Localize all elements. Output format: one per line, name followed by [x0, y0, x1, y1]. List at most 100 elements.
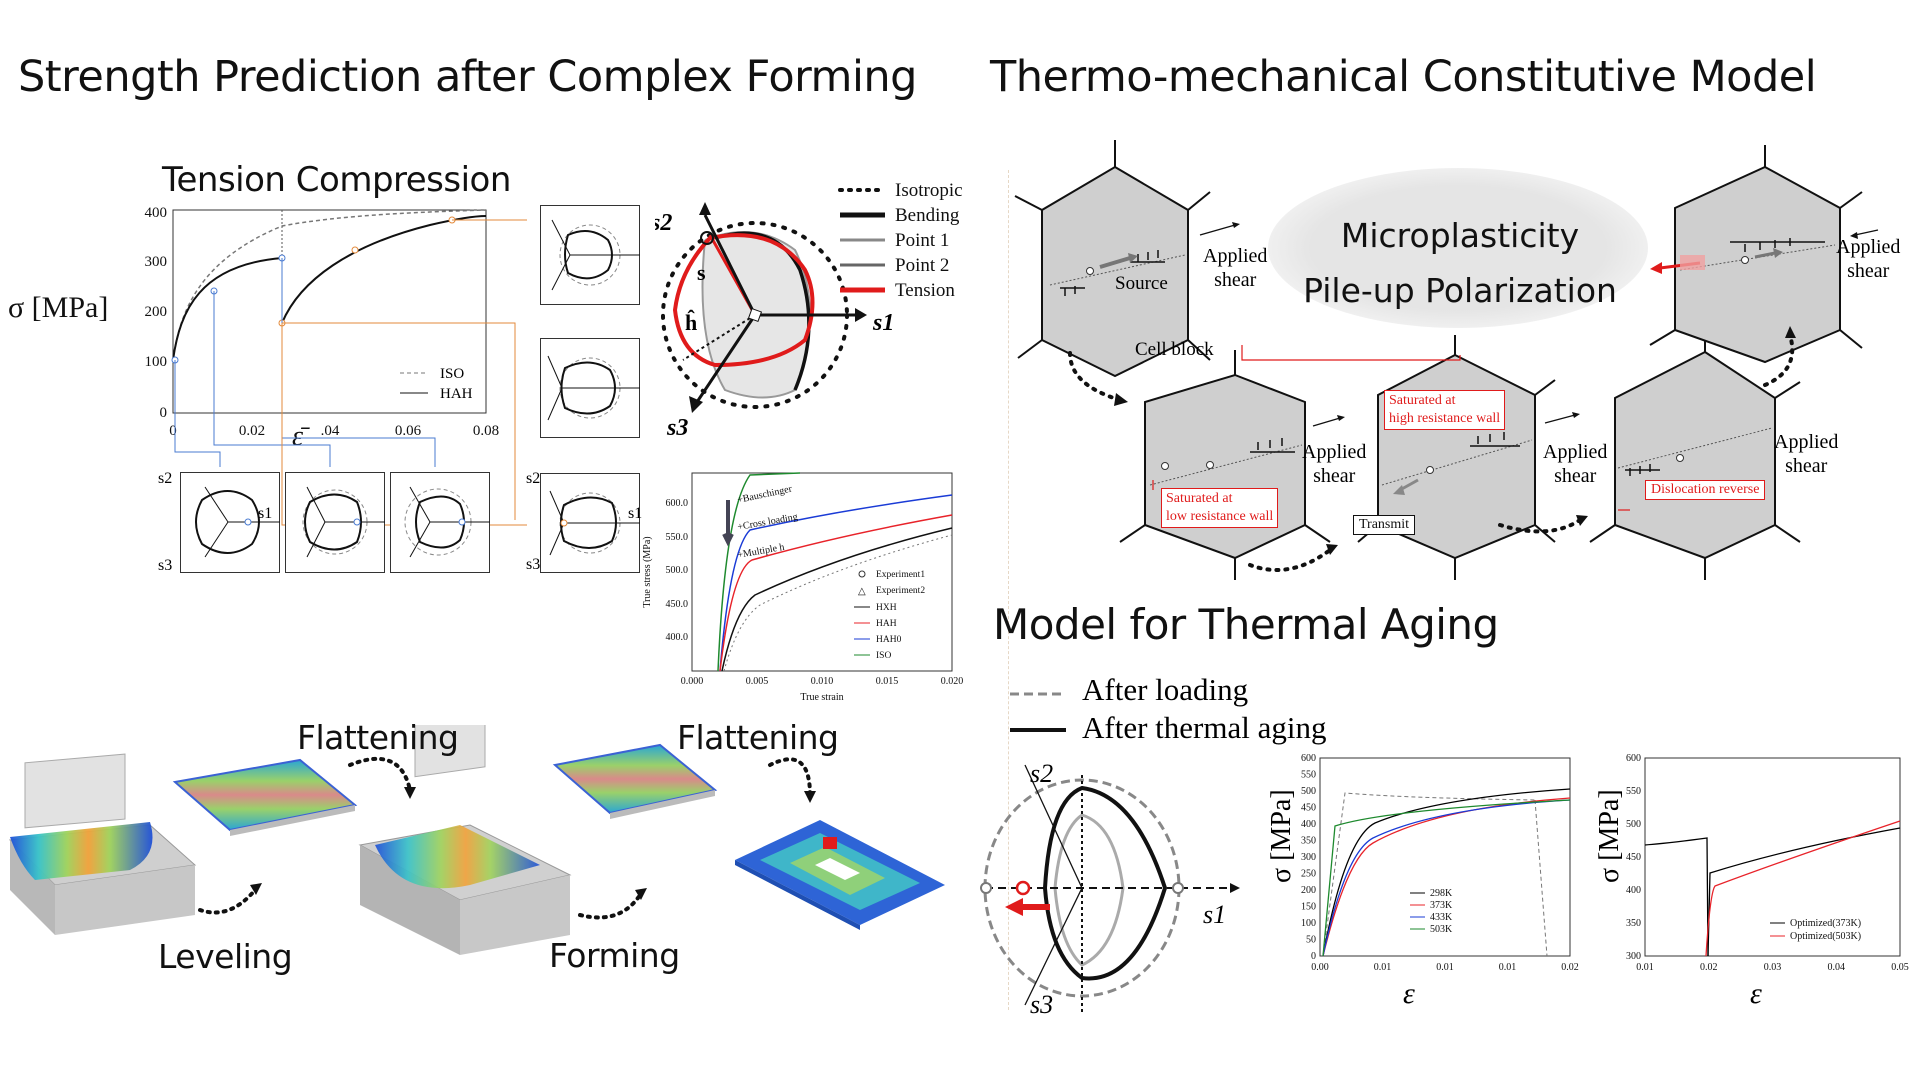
saturated-low-line1: Saturated at	[1166, 491, 1233, 506]
sphere-s-vector: s	[697, 260, 706, 285]
aging-temperature-chart: 0501001502002503003504004505005506000.00…	[1266, 753, 1579, 1010]
ytick-label: 0	[1311, 951, 1316, 962]
chart2-legend: Optimized(373K)	[1790, 918, 1861, 929]
label-flattening-2: Flattening	[677, 718, 839, 757]
ytick-label: 450	[1301, 803, 1316, 814]
applied-text: Applied	[1774, 431, 1839, 453]
axis-label-s3: s3	[526, 556, 541, 573]
tc-legend-hah: HAH	[440, 386, 473, 402]
tension-compression-chart: 400 300 200 100 0 0 0.02 .04 0.06 0.08 σ…	[8, 205, 527, 526]
applied-text: Applied	[1203, 245, 1268, 267]
xtick-label: 0.04	[1828, 962, 1846, 973]
ytick-label: 300	[1301, 852, 1316, 863]
ellipse-s3: s3	[1030, 990, 1053, 1015]
sphere-legend-bending: Bending	[895, 205, 960, 226]
tc-xtick: .04	[321, 423, 340, 439]
stress-ytick: 450.0	[666, 599, 689, 610]
shear-text: shear	[1554, 465, 1597, 487]
stress-ytick: 550.0	[666, 532, 689, 543]
ytick-label: 150	[1301, 902, 1316, 913]
chart1-legend: 433K	[1430, 912, 1453, 923]
stress-legend: ISO	[876, 651, 891, 661]
sphere-s3: s3	[666, 415, 688, 440]
ytick-label: 200	[1301, 885, 1316, 896]
yield-sphere-diagram: s2 s1 s3 s ĥ	[655, 202, 894, 440]
ytick-label: 350	[1626, 918, 1641, 929]
aging-legend-after-aging: After thermal aging	[1082, 710, 1327, 745]
ytick-label: 100	[1301, 918, 1316, 929]
applied-text: Applied	[1302, 441, 1367, 463]
xtick-label: 0.02	[1700, 962, 1718, 973]
tc-ytick: 400	[145, 205, 168, 221]
true-stress-chart: 600.0 550.0 500.0 450.0 400.0 0.000 0.00…	[642, 472, 964, 703]
yield-surface-panel	[540, 338, 640, 438]
axis-label-s1: s1	[258, 505, 273, 522]
xtick-label: 0.00	[1311, 962, 1329, 973]
chart2-xlabel: ε	[1750, 977, 1762, 1010]
stress-xtick: 0.015	[876, 676, 899, 687]
aging-legend-lines	[1010, 692, 1066, 732]
aging-legend-after-loading: After loading	[1082, 672, 1249, 707]
yield-surface-panel	[540, 473, 640, 573]
ytick-label: 450	[1626, 852, 1641, 863]
tc-xtick: 0.02	[239, 423, 265, 439]
stress-annotation: +Bauschinger	[736, 483, 793, 505]
xtick-label: 0.01	[1374, 962, 1392, 973]
dislocation-reverse-callout: Dislocation reverse	[1645, 480, 1766, 500]
tc-xtick: 0.06	[395, 423, 422, 439]
sphere-legend: Isotropic Bending Point 1 Point 2 Tensio…	[838, 180, 963, 301]
shear-text: shear	[1785, 455, 1828, 477]
microplasticity-bubble	[1268, 168, 1648, 328]
yield-surface-row	[180, 472, 490, 573]
ytick-label: 550	[1626, 786, 1641, 797]
bubble-line-2: Pile-up Polarization	[1303, 271, 1617, 310]
ytick-label: 400	[1626, 885, 1641, 896]
tc-ytick: 200	[145, 304, 168, 320]
ytick-label: 500	[1626, 819, 1641, 830]
ytick-label: 300	[1626, 951, 1641, 962]
xtick-label: 0.05	[1891, 962, 1909, 973]
bubble-line-1: Microplasticity	[1340, 216, 1580, 255]
xtick-label: 0.01	[1499, 962, 1517, 973]
tc-ylabel: σ [MPa]	[8, 291, 108, 324]
sphere-s2: s2	[655, 210, 672, 236]
stress-ylabel: True stress (MPa)	[642, 536, 653, 607]
shear-text: shear	[1313, 465, 1356, 487]
ytick-label: 600	[1301, 753, 1316, 764]
transmit-callout: Transmit	[1353, 515, 1416, 535]
source-label: Source	[1115, 273, 1168, 294]
shear-text: shear	[1847, 260, 1890, 282]
section-title-strength: Strength Prediction after Complex Formin…	[18, 52, 917, 102]
cell-block-label: Cell block	[1135, 339, 1214, 360]
section-title-thermo: Thermo-mechanical Constitutive Model	[990, 52, 1817, 102]
chart2-ylabel: σ [MPa]	[1594, 789, 1625, 883]
bubble-text: Microplasticity Pile-up Polarization	[1290, 208, 1630, 318]
stress-ytick: 400.0	[666, 632, 689, 643]
chart1-legend: 373K	[1430, 900, 1453, 911]
chart1-legend: 503K	[1430, 924, 1453, 935]
tc-ytick: 0	[160, 405, 168, 421]
label-forming: Forming	[549, 936, 680, 975]
label-flattening-1: Flattening	[297, 718, 459, 757]
ytick-label: 500	[1301, 786, 1316, 797]
stress-annotation: +Cross loading	[737, 512, 799, 533]
tc-xtick: 0.08	[473, 423, 499, 439]
stress-xtick: 0.020	[941, 676, 964, 687]
tc-legend-iso: ISO	[440, 366, 464, 382]
ellipse-s2: s2	[1030, 759, 1053, 788]
chart1-xlabel: ε	[1403, 977, 1415, 1010]
axis-label-s2: s2	[526, 470, 541, 487]
stress-legend: Experiment2	[876, 586, 925, 596]
tc-xtick: 0	[169, 423, 177, 439]
stress-ytick: 500.0	[666, 565, 689, 576]
axis-label-s3: s3	[158, 557, 173, 574]
sphere-legend-point2: Point 2	[895, 255, 949, 276]
xtick-label: 0.03	[1764, 962, 1782, 973]
stress-xtick: 0.000	[681, 676, 704, 687]
tension-compression-title: Tension Compression	[162, 160, 511, 200]
